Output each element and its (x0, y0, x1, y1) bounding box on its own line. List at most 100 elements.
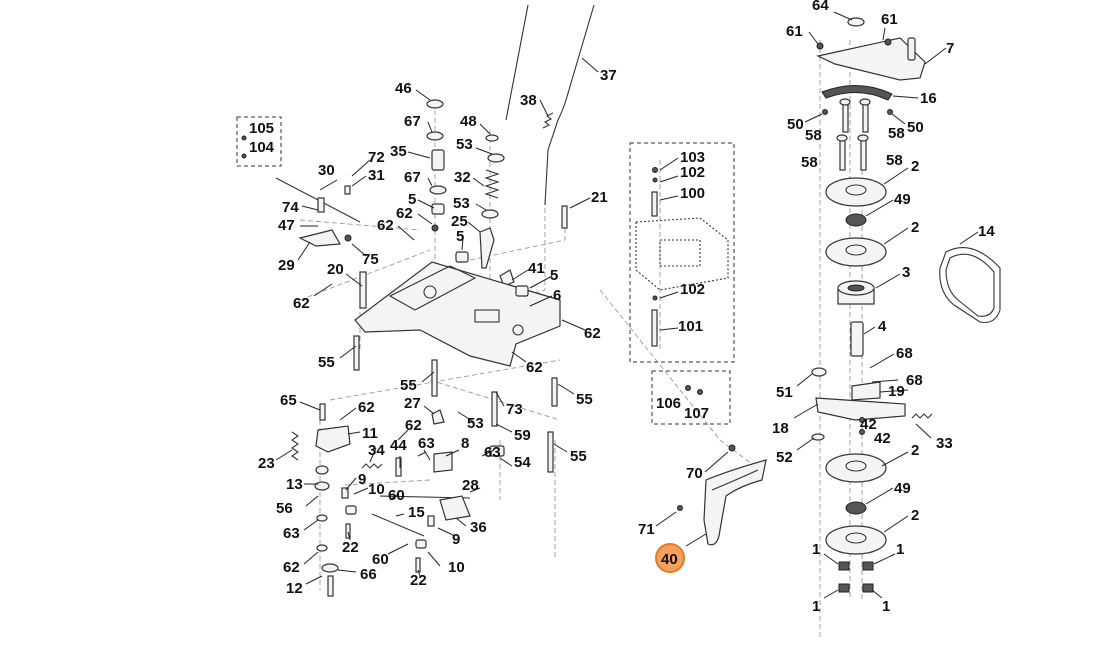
part-label: 55 (400, 377, 417, 394)
arm-assembly-30 (275, 177, 367, 309)
part-label: 66 (360, 566, 377, 583)
lever-29 (298, 229, 341, 247)
part-label: 12 (286, 580, 303, 597)
part-label: 22 (342, 539, 359, 556)
part-label: 1 (812, 541, 820, 558)
rod-15 (371, 513, 425, 537)
part-label: 9 (452, 531, 460, 548)
bracket-36 (439, 495, 471, 521)
part-label: 67 (404, 169, 421, 186)
belt-14 (939, 247, 1001, 324)
part-label: 30 (318, 162, 335, 179)
part-label: 46 (395, 80, 412, 97)
part-label: 18 (772, 420, 789, 437)
bracket-27 (431, 409, 445, 425)
part-label: 32 (454, 169, 471, 186)
part-label: 1 (896, 541, 904, 558)
part-label: 63 (418, 435, 435, 452)
nuts-1 (838, 561, 874, 593)
part-label: 47 (278, 217, 295, 234)
highlighted-part-label: 40 (661, 551, 678, 568)
part-label: 48 (460, 113, 477, 130)
highlight-circle-40[interactable] (655, 543, 685, 573)
part-label: 2 (911, 442, 919, 459)
part-label: 53 (456, 136, 473, 153)
part-label: 56 (276, 500, 293, 517)
part-label: 58 (801, 154, 818, 171)
part-label: 106 (656, 395, 681, 412)
part-label: 9 (358, 471, 366, 488)
part-label: 59 (514, 427, 531, 444)
part-label: 104 (249, 139, 275, 156)
bolts-58 (836, 98, 871, 171)
part-label: 53 (453, 195, 470, 212)
part-label: 2 (911, 507, 919, 524)
part-label: 58 (805, 127, 822, 144)
part-label: 68 (896, 345, 913, 362)
part-label: 16 (920, 90, 937, 107)
part-label: 11 (362, 425, 378, 442)
part-label: 27 (404, 395, 421, 412)
part-label: 44 (390, 437, 407, 454)
part-label: 10 (448, 559, 465, 576)
part-label: 100 (680, 185, 705, 202)
rod-upper (505, 4, 529, 121)
part-label: 1 (812, 598, 820, 615)
assembly-guide-lines (299, 40, 863, 640)
part-label: 21 (591, 189, 608, 206)
part-label: 15 (408, 504, 425, 521)
part-number-labels: 64 61 61 7 16 50 58 58 50 58 58 2 49 2 3… (249, 0, 995, 615)
part-label: 61 (786, 23, 803, 40)
part-label: 36 (470, 519, 487, 536)
part-label: 38 (520, 92, 537, 109)
part-label: 35 (390, 143, 407, 160)
part-label: 5 (456, 228, 464, 245)
part-label: 60 (388, 487, 405, 504)
part-label: 31 (368, 167, 385, 184)
part-label: 62 (405, 417, 422, 434)
part-label: 8 (461, 435, 469, 452)
part-label: 62 (283, 559, 300, 576)
part-label: 2 (911, 158, 919, 175)
part-label: 49 (894, 480, 911, 497)
pin-21 (561, 205, 568, 229)
bushing-35 (431, 149, 445, 171)
bracket-7 (816, 37, 926, 81)
part-label: 22 (410, 572, 427, 589)
part-label: 37 (600, 67, 617, 84)
part-label: 29 (278, 257, 295, 274)
part-label: 5 (408, 191, 416, 208)
part-label: 73 (506, 401, 523, 418)
part-label: 1 (882, 598, 890, 615)
part-label: 68 (906, 372, 923, 389)
part-label: 2 (911, 219, 919, 236)
part-label: 51 (776, 384, 793, 401)
part-label: 42 (874, 430, 891, 447)
part-label: 14 (978, 223, 995, 240)
part-label: 62 (526, 359, 543, 376)
part-label: 3 (902, 264, 910, 281)
spring-32 (484, 169, 500, 199)
rod-37 (544, 4, 595, 206)
handle-rods (505, 4, 595, 229)
part-label: 105 (249, 120, 274, 137)
part-label: 71 (638, 521, 655, 538)
part-label: 101 (678, 318, 703, 335)
bracket-11 (315, 425, 351, 453)
plate-16 (821, 84, 893, 101)
spindle-assembly (811, 17, 1001, 593)
bolts-55 (353, 335, 558, 473)
detail-box-fasteners (651, 370, 731, 425)
part-label: 65 (280, 392, 297, 409)
shaft-25 (479, 227, 495, 269)
part-label: 102 (680, 281, 705, 298)
part-label: 72 (368, 149, 385, 166)
part-label: 49 (894, 191, 911, 208)
part-label: 13 (286, 476, 303, 493)
part-label: 41 (528, 260, 545, 277)
spindle-4 (850, 321, 864, 357)
spring-23 (291, 431, 299, 461)
leader-lines (275, 11, 979, 599)
guard-40[interactable] (677, 444, 767, 546)
